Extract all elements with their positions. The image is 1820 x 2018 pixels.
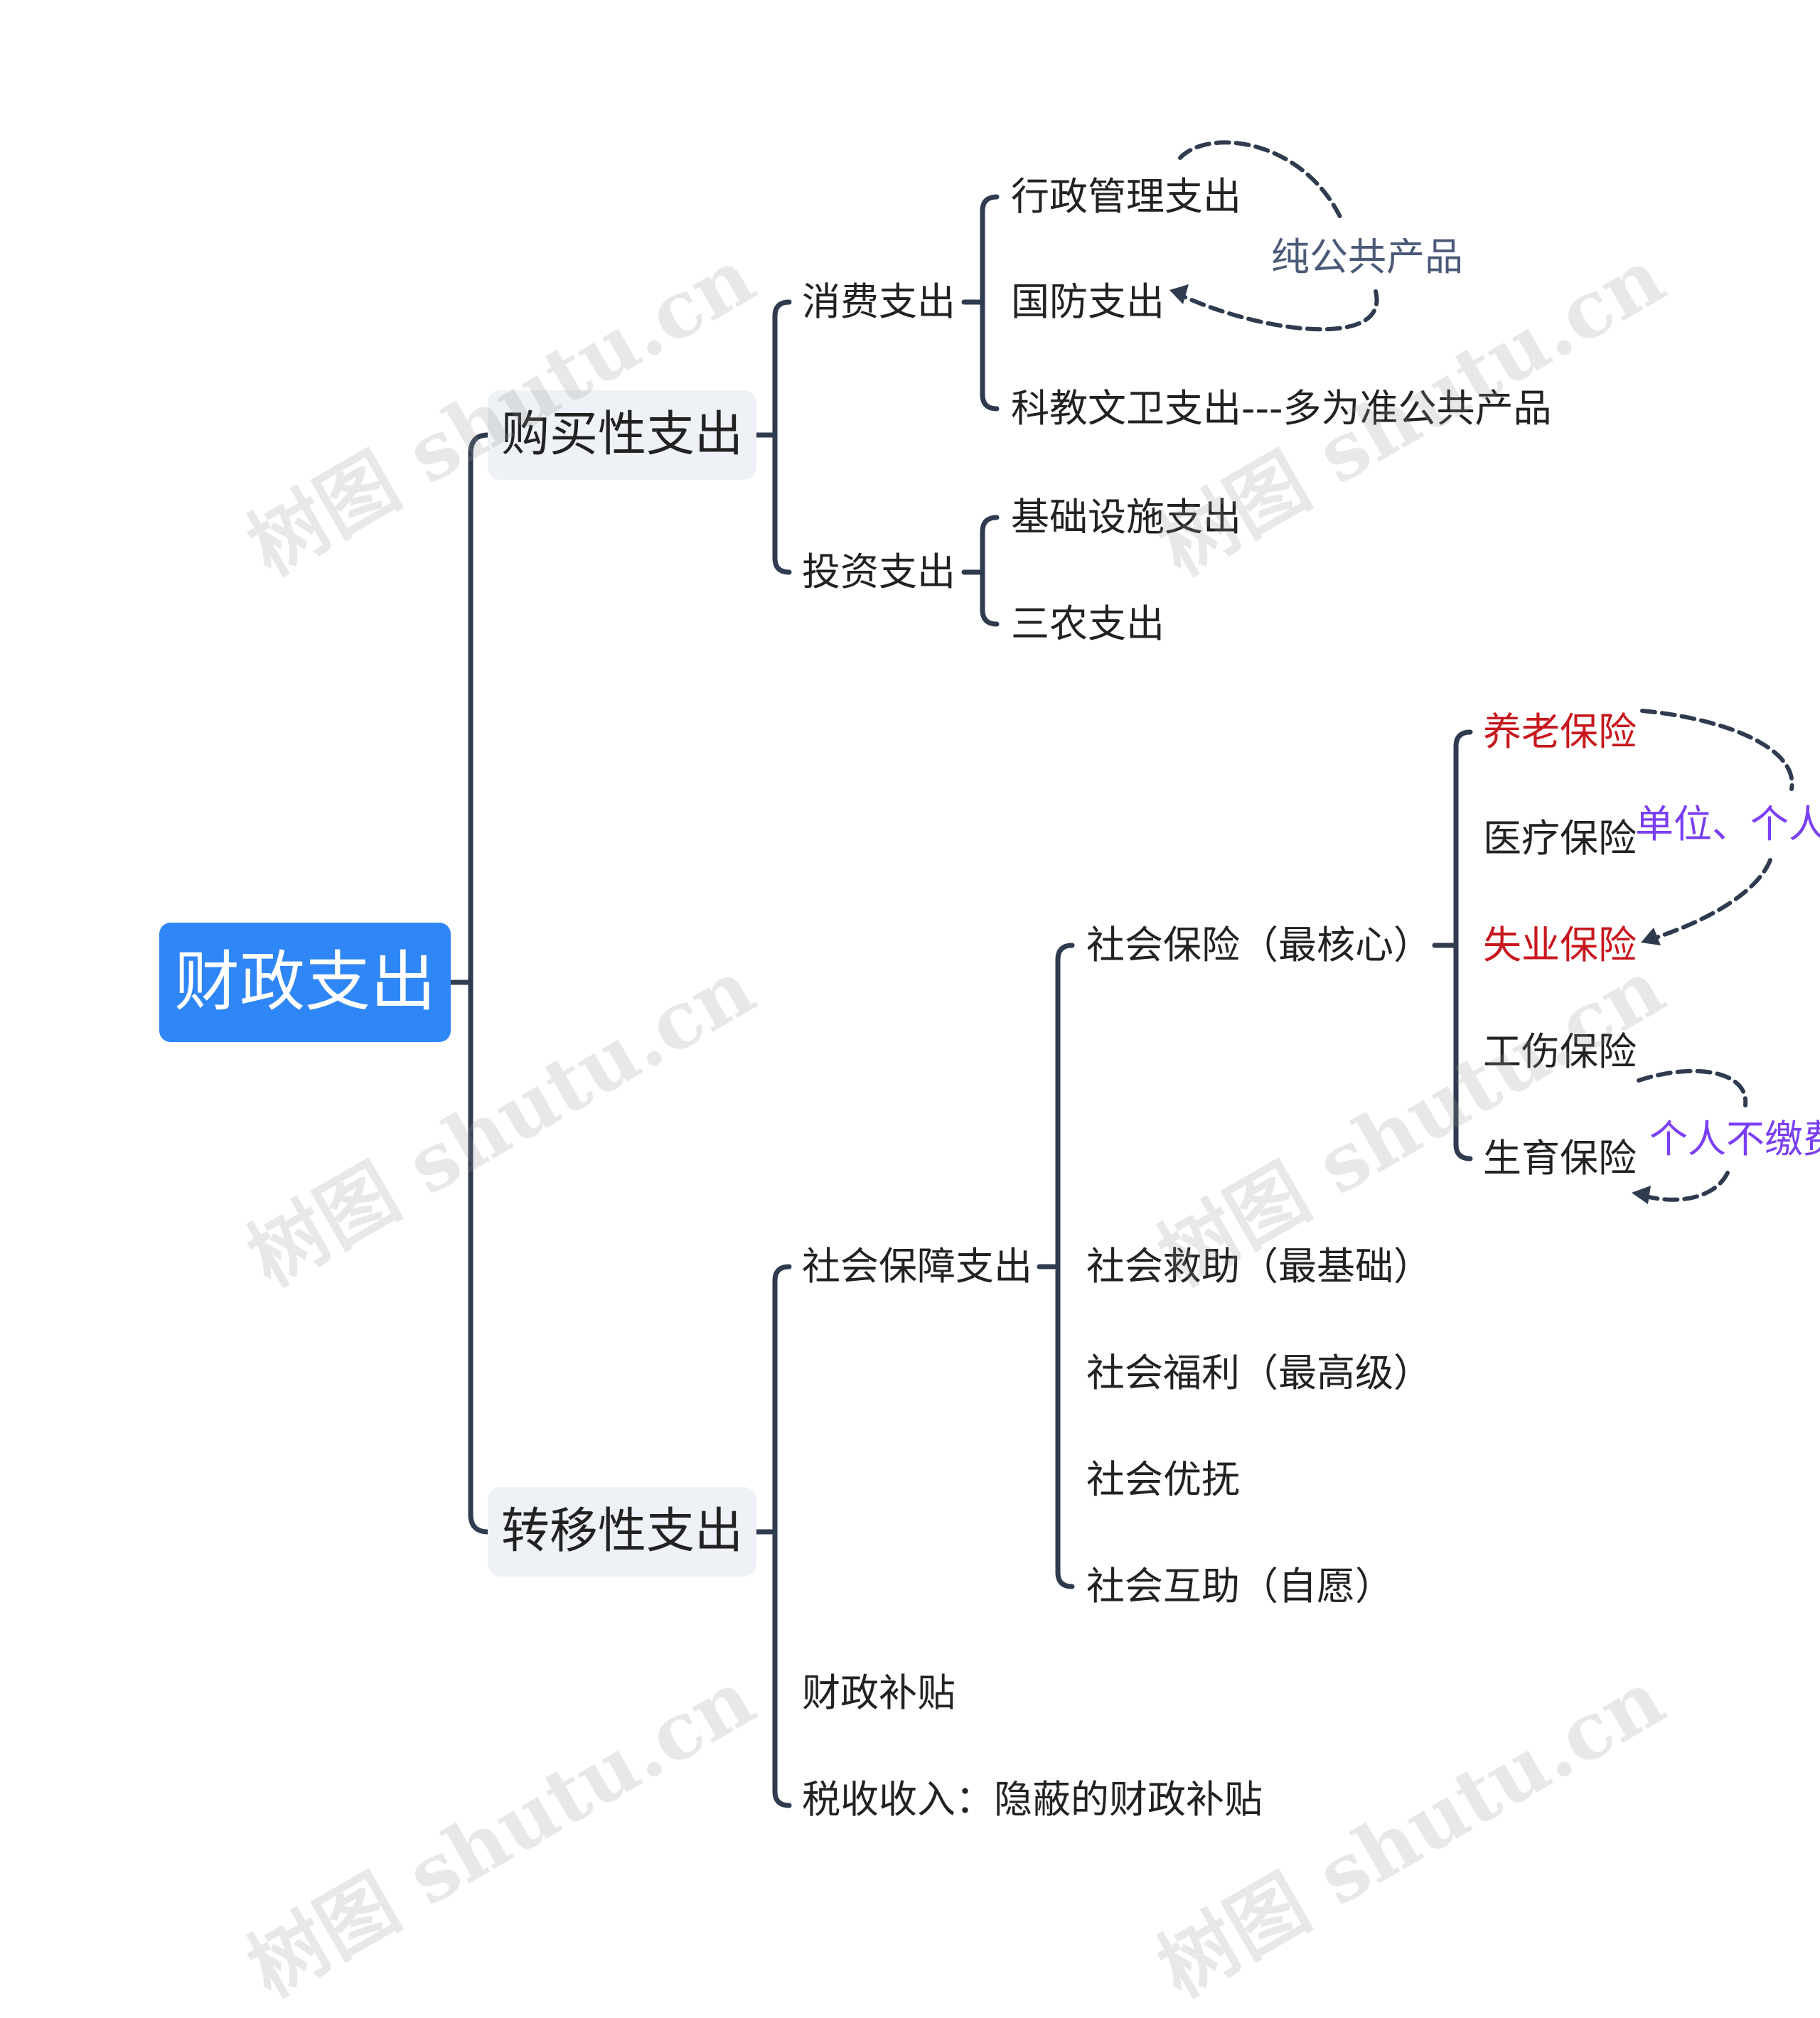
- dashed-curve-pure-public-return: [1178, 289, 1379, 332]
- link-consumption-items: [980, 194, 1000, 412]
- branch-purchase-expenditure[interactable]: 购买性支出: [488, 390, 756, 480]
- link-purchase-branches: [772, 299, 792, 575]
- node-administrative-expenditure[interactable]: 行政管理支出: [1011, 174, 1241, 219]
- node-infrastructure-expenditure[interactable]: 基础设施支出: [1011, 495, 1241, 540]
- node-maternity-insurance[interactable]: 生育保险: [1483, 1136, 1637, 1181]
- root-node-fiscal-expenditure[interactable]: 财政支出: [159, 923, 451, 1042]
- arrowhead-unit-personal: [1641, 928, 1661, 945]
- node-social-insurance[interactable]: 社会保险（最核心）: [1086, 923, 1432, 967]
- node-tax-hidden-subsidy[interactable]: 税收收入：隐蔽的财政补贴: [802, 1777, 1263, 1822]
- node-fiscal-subsidy[interactable]: 财政补贴: [802, 1670, 956, 1715]
- node-work-injury-insurance[interactable]: 工伤保险: [1483, 1029, 1637, 1074]
- arrowhead-personal-no-fee: [1632, 1186, 1651, 1204]
- dashed-curve-unit-personal-return: [1647, 858, 1772, 942]
- node-social-welfare[interactable]: 社会福利（最高级）: [1086, 1351, 1432, 1395]
- annotation-unit-personal[interactable]: 单位、个人: [1635, 802, 1820, 847]
- node-defense-expenditure[interactable]: 国防支出: [1011, 279, 1165, 324]
- dashed-curve-unit-personal: [1640, 709, 1794, 791]
- link-insurance-items: [1453, 729, 1473, 1161]
- node-social-assistance[interactable]: 社会救助（最基础）: [1086, 1244, 1432, 1289]
- node-consumption-expenditure[interactable]: 消费支出: [802, 279, 956, 324]
- node-rural-expenditure[interactable]: 三农支出: [1011, 601, 1165, 646]
- branch-transfer-expenditure[interactable]: 转移性支出: [488, 1487, 756, 1577]
- link-transfer-branches: [772, 1264, 792, 1808]
- node-unemployment-insurance[interactable]: 失业保险: [1483, 923, 1637, 967]
- annotation-pure-public-goods[interactable]: 纯公共产品: [1271, 235, 1463, 279]
- node-social-mutual-aid[interactable]: 社会互助（自愿）: [1086, 1564, 1393, 1609]
- link-social-items: [1055, 943, 1075, 1589]
- node-social-preferential[interactable]: 社会优抚: [1086, 1457, 1240, 1502]
- dashed-curve-pure-public: [1178, 140, 1342, 219]
- node-education-science-expenditure[interactable]: 科教文卫支出---多为准公共产品: [1011, 386, 1552, 431]
- node-investment-expenditure[interactable]: 投资支出: [802, 549, 956, 594]
- node-pension-insurance[interactable]: 养老保险: [1483, 709, 1637, 754]
- dashed-curve-personal-no-fee-return: [1637, 1171, 1730, 1202]
- annotation-personal-no-fee[interactable]: 个人不缴费: [1649, 1117, 1820, 1161]
- link-investment-items: [980, 515, 1000, 627]
- node-social-security-expenditure[interactable]: 社会保障支出: [802, 1244, 1032, 1289]
- node-medical-insurance[interactable]: 医疗保险: [1483, 816, 1637, 861]
- dashed-curve-personal-no-fee: [1637, 1068, 1748, 1107]
- link-root-branches: [468, 432, 491, 1535]
- arrowhead-pure-public: [1169, 284, 1189, 304]
